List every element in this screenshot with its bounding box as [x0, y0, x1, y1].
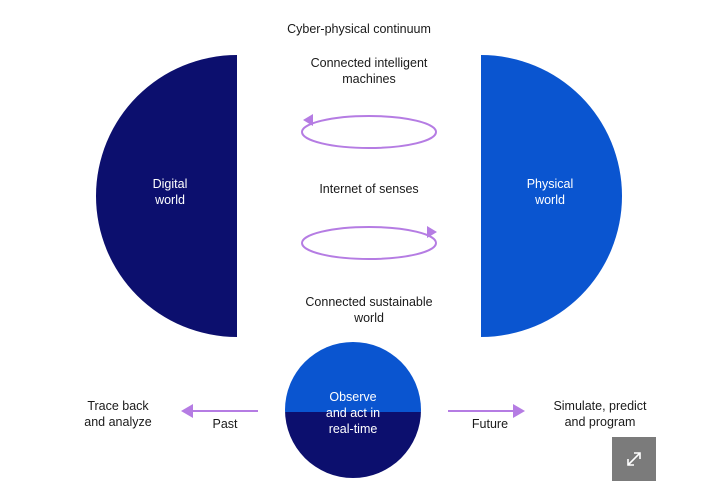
expand-button[interactable] [612, 437, 656, 481]
simulate-label: Simulate, predict and program [553, 399, 647, 429]
past-label: Past [212, 417, 238, 431]
lower-cycle-arrow [301, 226, 437, 260]
upper-cycle-arrow [301, 115, 437, 149]
physical-world-label: Physical world [526, 177, 574, 207]
past-arrowhead [181, 404, 193, 418]
connected-sustainable-label: Connected sustainable world [305, 295, 433, 325]
digital-world-shape [96, 55, 237, 337]
physical-world-shape [481, 55, 622, 337]
future-label: Future [471, 417, 509, 431]
internet-of-senses-label: Internet of senses [319, 182, 419, 196]
diagram-title: Cyber-physical continuum [287, 22, 431, 36]
expand-icon [627, 452, 641, 466]
observe-label: Observe and act in real-time [325, 390, 381, 436]
lower-arrowhead [427, 226, 437, 238]
upper-arrowhead [303, 114, 313, 126]
future-arrowhead [513, 404, 525, 418]
trace-back-label: Trace back and analyze [84, 399, 152, 429]
digital-world-label: Digital world [152, 177, 188, 207]
connected-machines-label: Connected intelligent machines [310, 56, 428, 86]
